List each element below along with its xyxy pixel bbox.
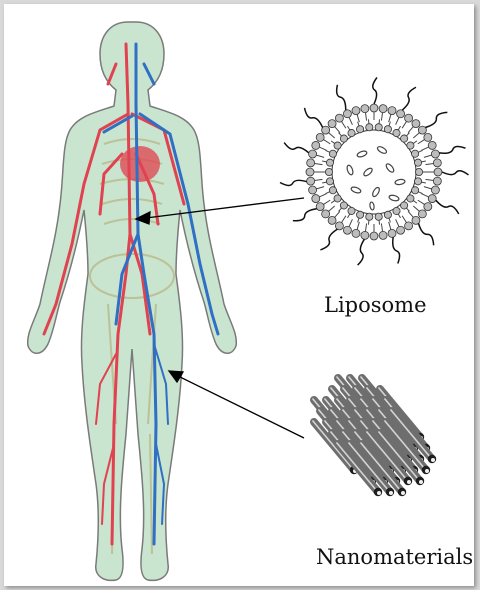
figure-canvas: Liposome Nanomaterials bbox=[4, 4, 474, 586]
liposome-label: Liposome bbox=[324, 293, 427, 317]
human-body-illustration bbox=[28, 22, 237, 580]
liposome-illustration bbox=[280, 77, 468, 265]
nanomaterials-label: Nanomaterials bbox=[316, 545, 473, 569]
nanomaterials-illustration bbox=[313, 377, 437, 497]
arrow-nanomaterials bbox=[178, 376, 304, 438]
body-silhouette bbox=[28, 22, 237, 580]
liposome-core bbox=[332, 130, 416, 214]
